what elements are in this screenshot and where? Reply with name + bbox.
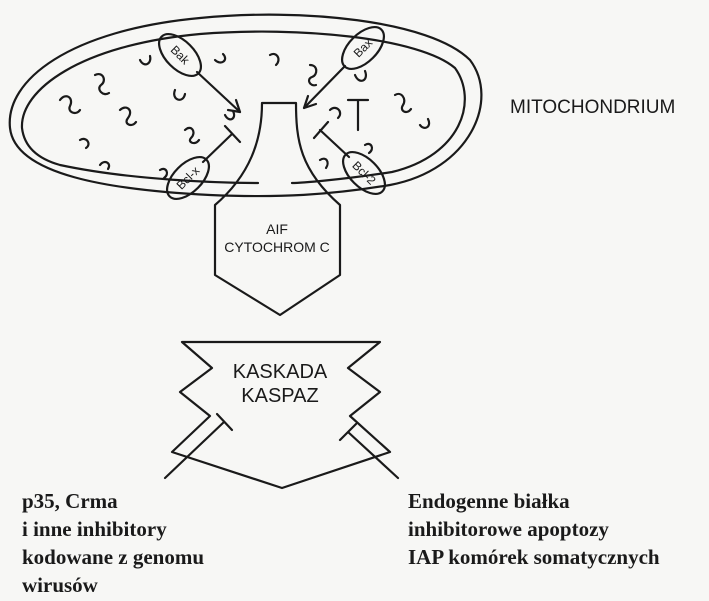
bcl2-inhibition bbox=[314, 122, 349, 157]
cascade-label-1: KASKADA bbox=[233, 361, 328, 383]
bak-arrow bbox=[197, 72, 240, 112]
endogenous-inhibitors-note: Endogenne białka inhibitorowe apoptozy I… bbox=[408, 487, 660, 571]
mitochondrion-title: MITOCHONDRIUM bbox=[510, 97, 675, 119]
endogenous-inhibitors-line-2: inhibitorowe apoptozy bbox=[408, 515, 660, 543]
viral-inhibitors-line-1: p35, Crma bbox=[22, 487, 204, 515]
mitochondrion-cristae bbox=[60, 54, 429, 178]
endogenous-inhibitors-line-3: IAP komórek somatycznych bbox=[408, 543, 660, 571]
viral-inhibitors-note: p35, Crma i inne inhibitory kodowane z g… bbox=[22, 487, 204, 599]
cytochrome-label: CYTOCHROM C bbox=[224, 239, 330, 255]
cascade-label-2: KASPAZ bbox=[241, 385, 318, 407]
bclx-inhibition bbox=[203, 126, 240, 162]
bak-label: Bak bbox=[168, 43, 193, 68]
viral-inhibitors-line-2: i inne inhibitory bbox=[22, 515, 204, 543]
aif-label: AIF bbox=[266, 221, 288, 237]
viral-inhibitors-line-4: wirusów bbox=[22, 571, 204, 599]
bax-bcl2-inhibition bbox=[348, 100, 368, 130]
bax-arrow bbox=[304, 66, 345, 108]
mitochondrion-inner-membrane bbox=[22, 32, 465, 183]
endogenous-inhibitors-line-1: Endogenne białka bbox=[408, 487, 660, 515]
viral-inhibitors-line-3: kodowane z genomu bbox=[22, 543, 204, 571]
